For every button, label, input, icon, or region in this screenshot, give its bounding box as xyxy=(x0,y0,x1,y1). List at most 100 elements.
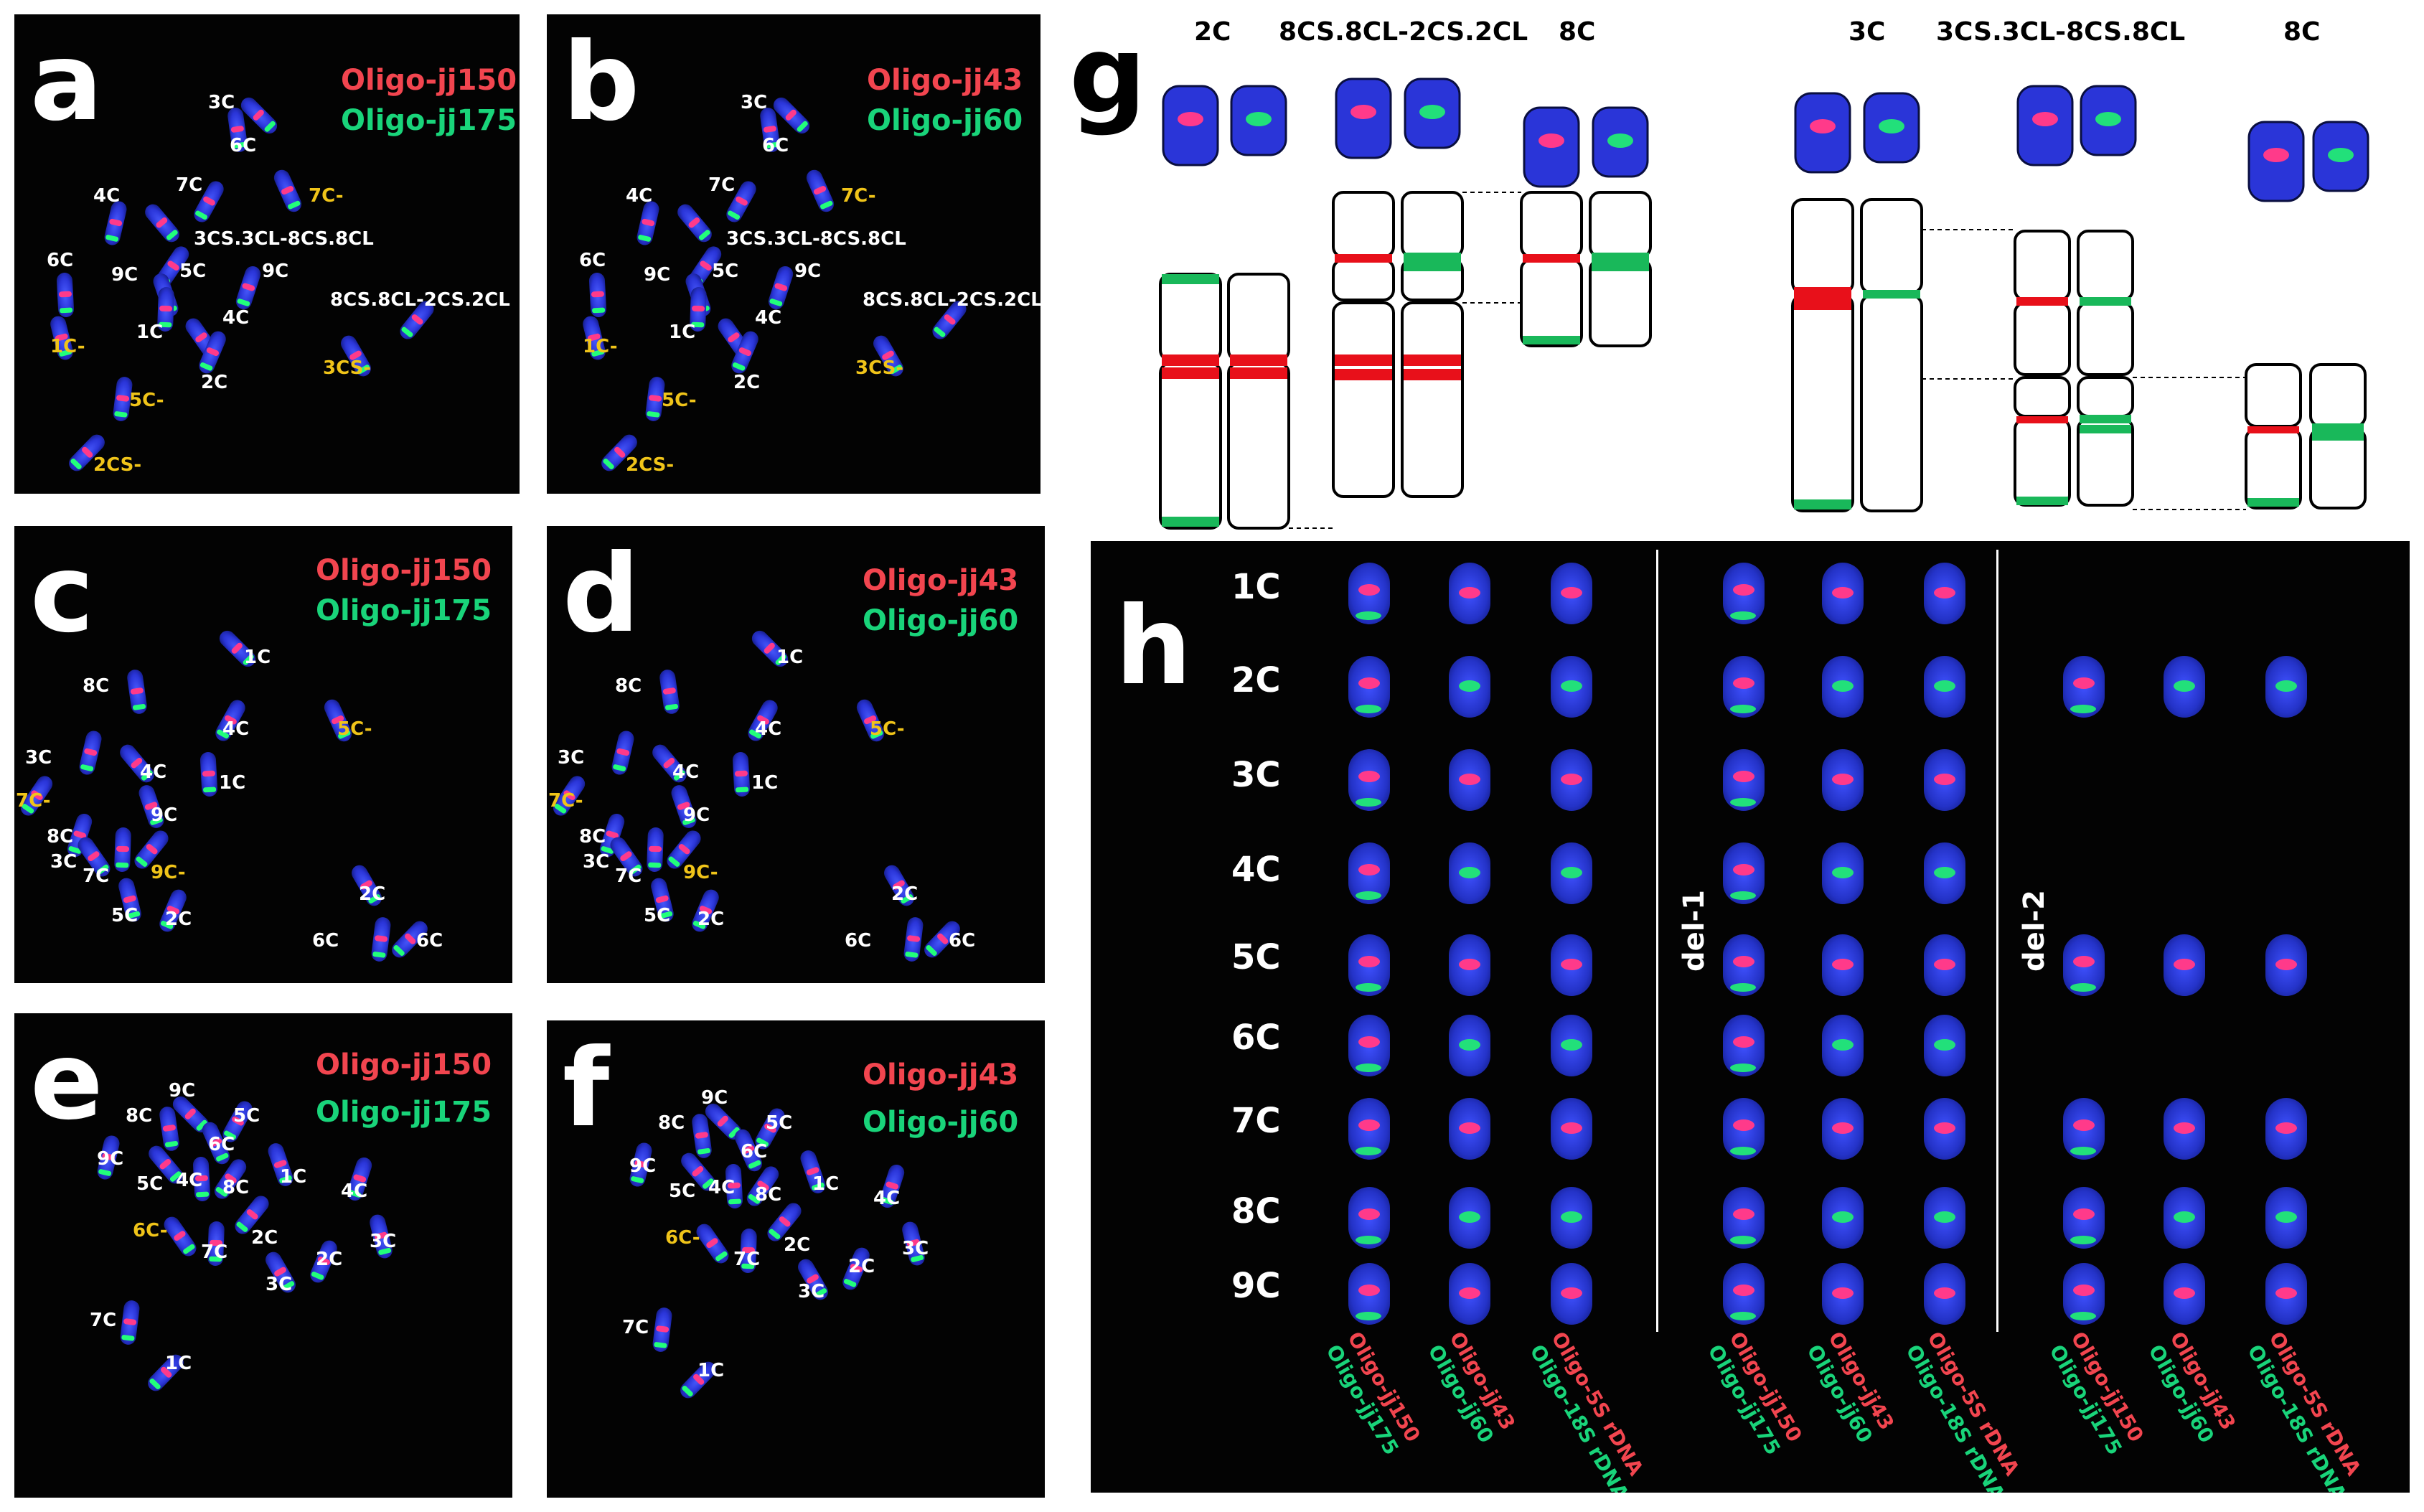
probe-signal xyxy=(1730,705,1756,713)
probe-signal xyxy=(1358,1285,1380,1296)
chromosome-label: 5C xyxy=(136,1173,164,1195)
probe-green-label: Oligo-jj60 xyxy=(863,604,1019,637)
probe-signal xyxy=(1730,1063,1756,1072)
chromosome-segment xyxy=(1332,258,1395,301)
probe-signal xyxy=(2070,983,2096,992)
probe-signal xyxy=(1356,1312,1381,1320)
chromosome xyxy=(56,272,75,318)
chromosome-segment xyxy=(1791,198,1854,294)
chromosome xyxy=(674,201,715,245)
chromosome-label: 3C xyxy=(25,747,52,769)
chromosome-label: 2C xyxy=(316,1249,343,1270)
chromosome-label: 5C xyxy=(669,1180,696,1202)
chromosome-crop xyxy=(1449,749,1490,811)
chromosome-label: 6C- xyxy=(133,1220,168,1241)
panel-letter: a xyxy=(30,20,103,145)
probe-signal xyxy=(1561,1039,1582,1051)
panel-letter: c xyxy=(30,532,94,657)
chromosome-label: 9C xyxy=(111,264,138,286)
probe-signal xyxy=(1832,1211,1854,1223)
chromosome-label: 6C xyxy=(416,930,443,952)
chromosome xyxy=(233,264,263,311)
probe-band xyxy=(1794,300,1851,310)
chromosome-crop xyxy=(1348,1015,1390,1076)
chromosome-segment xyxy=(1791,294,1854,512)
probe-signal xyxy=(1459,774,1480,785)
chromosome-label: 2C xyxy=(733,372,761,393)
probe-signal xyxy=(1733,1119,1754,1131)
chromosome xyxy=(588,272,607,318)
probe-signal xyxy=(1730,1147,1756,1155)
probe-signal xyxy=(2275,959,2297,970)
probe-signal xyxy=(1358,1119,1380,1131)
probe-green-label: Oligo-jj60 xyxy=(863,1106,1019,1139)
chromosome-label: 8CS.8CL-2CS.2CL xyxy=(863,289,1040,311)
chromosome-segment xyxy=(1332,301,1395,498)
probe-green-label: Oligo-jj175 xyxy=(341,104,517,137)
chromosome-crop xyxy=(1449,563,1490,624)
probe-band xyxy=(2080,297,2131,306)
chromosome-label: 4C xyxy=(341,1180,368,1202)
chromosome-crop xyxy=(1723,1015,1765,1076)
chromosome-crop xyxy=(1348,656,1390,718)
probe-signal xyxy=(2070,1312,2096,1320)
chromosome-crop xyxy=(1924,1187,1965,1249)
chromosome-crop xyxy=(1822,1015,1864,1076)
fish-signal xyxy=(1419,105,1445,119)
chromosome xyxy=(652,1306,673,1353)
probe-red-label: Oligo-jj43 xyxy=(863,1058,1019,1091)
chromosome-label: 7C xyxy=(83,865,110,887)
chromosome-crop xyxy=(2063,1187,2105,1249)
chromosome-label: 1C xyxy=(812,1173,840,1195)
chromosome-segment xyxy=(2014,376,2071,418)
chromosome xyxy=(158,1105,181,1152)
chromosome-segment xyxy=(2245,428,2302,510)
chromosome-label: 7C xyxy=(708,174,736,196)
chromosome-label: 2C xyxy=(784,1234,811,1256)
probe-band xyxy=(1404,253,1461,263)
chromosome-label: 7C xyxy=(622,1317,649,1338)
chromosome-crop xyxy=(1551,1098,1592,1160)
chromosome-label: 4C xyxy=(93,185,121,207)
chromosome-label: 7C- xyxy=(16,790,51,812)
probe-signal xyxy=(1561,587,1582,598)
chromosome-label: 5C xyxy=(179,260,207,282)
chromosome-segment xyxy=(1860,198,1923,294)
chromosome-label: 3C xyxy=(50,851,77,873)
chromosome-crop xyxy=(2063,656,2105,718)
chromosome-label: 2C xyxy=(848,1256,875,1277)
probe-signal xyxy=(1733,584,1754,596)
chromosome-label: 5C xyxy=(233,1105,260,1127)
chromosome-crop xyxy=(1551,1187,1592,1249)
chromosome-crop xyxy=(1723,563,1765,624)
chromosome-crop xyxy=(1551,842,1592,904)
chromosome xyxy=(804,167,837,215)
probe-red-label: Oligo-jj150 xyxy=(341,64,517,97)
probe-signal xyxy=(2073,956,2095,967)
probe-signal xyxy=(1459,680,1480,692)
probe-signal xyxy=(1934,959,1955,970)
chromosome xyxy=(690,1112,713,1160)
chromosome-segment xyxy=(2245,363,2302,428)
probe-band xyxy=(1162,517,1219,527)
chromosome-crop xyxy=(1924,656,1965,718)
chromosome-crop xyxy=(1551,1263,1592,1325)
chromosome-label: 9C xyxy=(683,804,710,826)
probe-signal xyxy=(2275,1211,2297,1223)
probe-signal xyxy=(1934,867,1955,878)
probe-signal xyxy=(1733,956,1754,967)
chromosome-label: 6C xyxy=(949,930,976,952)
chromosome-segment xyxy=(2014,301,2071,376)
row-label: 6C xyxy=(1231,1018,1281,1058)
chromosome-crop xyxy=(1924,934,1965,996)
chromosome-segment xyxy=(1589,191,1652,258)
probe-signal xyxy=(1356,1236,1381,1244)
fish-signal xyxy=(2032,112,2058,126)
probe-band xyxy=(1162,354,1219,366)
header-3cs-8cs: 3CS.3CL-8CS.8CL xyxy=(1936,17,2186,47)
chromosome-label: 4C xyxy=(708,1177,736,1198)
chromosome-label: 7C xyxy=(201,1241,228,1263)
chromosome-crop xyxy=(2063,1098,2105,1160)
chromosome-crop xyxy=(1822,1187,1864,1249)
